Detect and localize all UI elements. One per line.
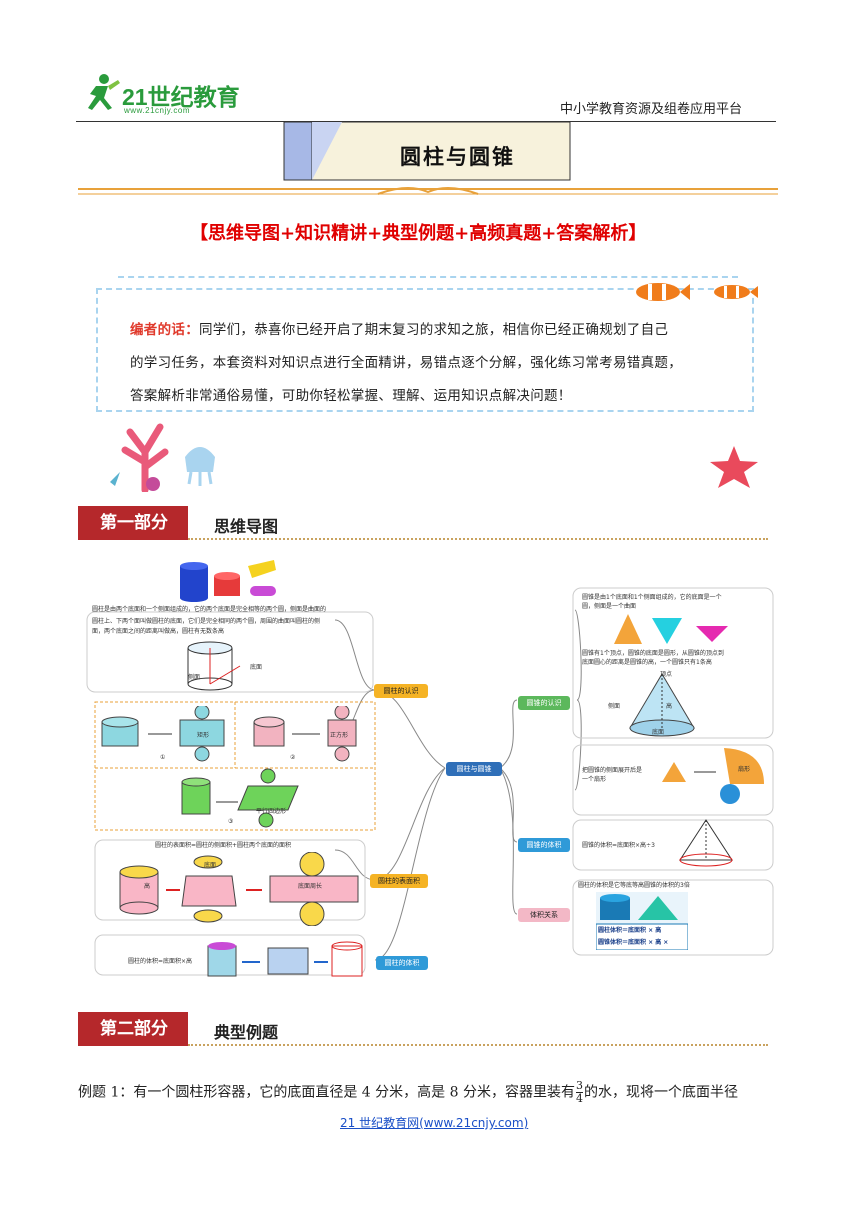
mm-center: 圆柱与圆锥: [446, 762, 502, 776]
page-title: 圆柱与圆锥: [400, 144, 515, 169]
editor-note-line2: 的学习任务，本套资料对知识点进行全面精讲，易错点逐个分解，强化练习常考易错真题，: [130, 355, 682, 371]
fish-icon: [636, 283, 758, 301]
logo-url: www.21cnjy.com: [124, 106, 190, 115]
vol-formula: 圆柱的体积=底面积×高: [128, 958, 193, 965]
section2-tab: 第二部分: [78, 1012, 188, 1046]
cone-unfold-1: 把圆锥的侧面展开后是: [582, 767, 643, 774]
area-base-label: 底面: [204, 862, 217, 869]
section1-name: 思维导图: [214, 517, 279, 536]
coral-icon: [110, 423, 215, 492]
cone-apex: 顶点: [660, 671, 673, 678]
frac-num: 3: [575, 1079, 583, 1093]
side-label: 侧面: [188, 674, 201, 681]
cone-vol-diagram: [679, 819, 733, 867]
area-circ-label: 底面周长: [298, 883, 323, 890]
section2-name: 典型例题: [214, 1023, 279, 1042]
cylinders-icon: [180, 560, 276, 602]
cone-unfold-diagram: [662, 748, 764, 804]
mm-cone-vol: 圆锥的体积: [518, 838, 570, 852]
cone-vol-formula: 圆锥的体积=底面积×高÷3: [582, 842, 655, 849]
base-label: 底面: [250, 664, 263, 671]
cyl-diagram: [187, 641, 241, 691]
rel-cone: 圆锥体积＝底面积 × 高 ×: [598, 939, 669, 946]
editor-note-text1: 同学们，恭喜你已经开启了期末复习的求知之旅，相信你已经正确规划了自己: [199, 322, 669, 338]
rect-label: 矩形: [197, 732, 210, 739]
num-3: ③: [228, 818, 234, 825]
cone-base: 底面: [652, 729, 665, 736]
cone-shapes: [614, 614, 728, 644]
logo: [78, 72, 122, 114]
cone-side: 侧面: [608, 703, 621, 710]
subtitle: 【思维导图+知识精讲+典型例题+高频真题+答案解析】: [190, 223, 647, 244]
logo-text: 21世纪教育: [122, 84, 240, 110]
editor-note-label: 编者的话：: [130, 322, 199, 338]
cone-h: 高: [666, 703, 673, 710]
num-1: ①: [160, 754, 166, 761]
footer-link[interactable]: 21 世纪教育网(www.21cnjy.com): [340, 1116, 529, 1130]
vol-diagram: [207, 941, 363, 977]
editor-note-line1: 编者的话：同学们，恭喜你已经开启了期末复习的求知之旅，相信你已经正确规划了自己: [130, 318, 668, 338]
mm-cone-know: 圆锥的认识: [518, 696, 570, 710]
cone-def-3: 圆锥有1个顶点，圆锥的底面是圆形，从圆锥的顶点到: [582, 650, 724, 657]
rel-diagram: [596, 892, 688, 950]
runner-icon: [88, 74, 120, 110]
num-2: ②: [290, 754, 296, 761]
note-top-dash: [118, 276, 738, 284]
area-h-label: 高: [144, 883, 151, 890]
cyl-def-1: 圆柱是由两个底面和一个侧面组成的，它的两个底面是完全相等的两个圆，侧面是曲面的: [92, 606, 327, 613]
starfish-icon: [710, 446, 758, 488]
cone-diagram: [629, 673, 695, 737]
editor-note-line3: 答案解析非常通俗易懂，可助你轻松掌握、理解、运用知识点解决问题！: [130, 388, 572, 404]
mm-cyl-know: 圆柱的认识: [374, 684, 428, 698]
cone-def-1: 圆锥是由1个底面和1个侧面组成的，它的底面是一个: [582, 594, 722, 601]
frac-den: 4: [575, 1092, 583, 1105]
sector-label: 扇形: [738, 766, 751, 773]
editor-note-frame: [96, 288, 754, 412]
ornament-rule: [78, 187, 778, 195]
cone-def-2: 圆，侧面是一个曲面: [582, 603, 637, 610]
mm-cyl-area: 圆柱的表面积: [370, 874, 428, 888]
mindmap-lines: [86, 587, 774, 976]
rel-text: 圆柱的体积是它等底等高圆锥的体积的3倍: [578, 882, 690, 889]
section1-dots: [188, 538, 768, 540]
cone-def-4: 底面圆心的距离是圆锥的高，一个圆锥只有1条高: [582, 659, 712, 666]
cone-unfold-2: 一个扇形: [582, 776, 607, 783]
platform-name: 中小学教育资源及组卷应用平台: [560, 102, 743, 117]
area-formula: 圆柱的表面积=圆柱的侧面积+圆柱两个底面的面积: [155, 842, 292, 849]
example1-suffix: 的水，现将一个底面半径: [583, 1084, 738, 1101]
mm-vol-rel: 体积关系: [518, 908, 570, 922]
example1: 例题 1：有一个圆柱形容器，它的底面直径是 4 分米，高是 8 分米，容器里装有…: [78, 1080, 738, 1105]
title-frame: [283, 121, 571, 181]
para-label: 平行四边形: [256, 808, 287, 815]
example1-prefix: 例题 1：有一个圆柱形容器，它的底面直径是 4 分米，高是 8 分米，容器里装有: [78, 1084, 575, 1101]
cyl-def-3: 面，两个底面之间的距离叫做高，圆柱有无数条高: [92, 628, 225, 635]
cyl-def-2: 圆柱上、下两个面叫做圆柱的底面，它们是完全相同的两个圆，周围的曲面叫圆柱的侧: [92, 618, 321, 625]
area-diagram: [119, 852, 359, 926]
square-label: 正方形: [330, 732, 349, 739]
section1-tab: 第一部分: [78, 506, 188, 540]
unfold-diagrams: [101, 706, 357, 828]
rel-cyl: 圆柱体积＝底面积 × 高: [598, 927, 662, 934]
mm-cyl-vol: 圆柱的体积: [376, 956, 428, 970]
section2-dots: [188, 1044, 768, 1046]
